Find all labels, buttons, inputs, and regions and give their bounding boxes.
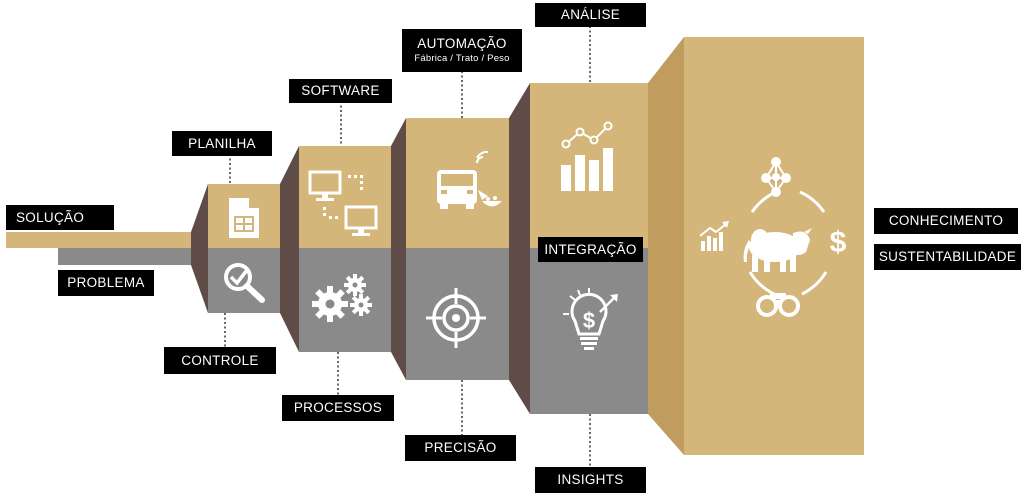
- label-insights: INSIGHTS: [535, 467, 646, 493]
- label-problema: PROBLEMA: [58, 270, 154, 296]
- step1-bottom: [208, 248, 280, 313]
- network-icon: [761, 157, 791, 197]
- growth-chart-icon: [699, 221, 729, 251]
- svg-text:$: $: [583, 308, 595, 333]
- step2-top: [299, 146, 391, 248]
- lightbulb-dollar-icon: $: [563, 288, 618, 350]
- binoculars-icon: [756, 293, 800, 317]
- spreadsheet-icon: [229, 198, 259, 238]
- magnifier-check-icon: [224, 263, 265, 303]
- step4-bottom: [530, 248, 648, 414]
- dollar-icon: $: [830, 226, 847, 259]
- step1-side: [191, 184, 208, 313]
- label-solucao: SOLUÇÃO: [6, 205, 114, 230]
- problema-bar: [58, 248, 191, 265]
- label-software: SOFTWARE: [289, 79, 392, 103]
- computers-network-icon: [308, 170, 378, 236]
- label-automacao-sub: Fábrica / Trato / Peso: [414, 52, 510, 64]
- bar-chart-icon: [561, 121, 613, 191]
- label-analise: ANÁLISE: [535, 3, 646, 27]
- solucao-bar: [6, 232, 191, 248]
- step4-side: [509, 83, 530, 414]
- step3-bottom: [406, 248, 509, 380]
- label-controle: CONTROLE: [164, 347, 276, 374]
- label-sustentabilidade: SUSTENTABILIDADE: [874, 244, 1021, 270]
- bull-icon: [743, 228, 812, 272]
- label-processos: PROCESSOS: [282, 395, 394, 421]
- label-integracao: INTEGRAÇÃO: [538, 237, 643, 262]
- feed-truck-icon: [437, 150, 502, 209]
- label-conhecimento: CONHECIMENTO: [874, 208, 1018, 234]
- target-icon: [426, 288, 486, 348]
- label-precisao: PRECISÃO: [405, 435, 516, 461]
- step3-side: [391, 118, 406, 380]
- step2-side: [280, 146, 299, 352]
- label-planilha: PLANILHA: [172, 131, 272, 156]
- step2-bottom: [299, 248, 391, 352]
- final-side: [648, 37, 684, 455]
- gears-icon: [312, 274, 372, 322]
